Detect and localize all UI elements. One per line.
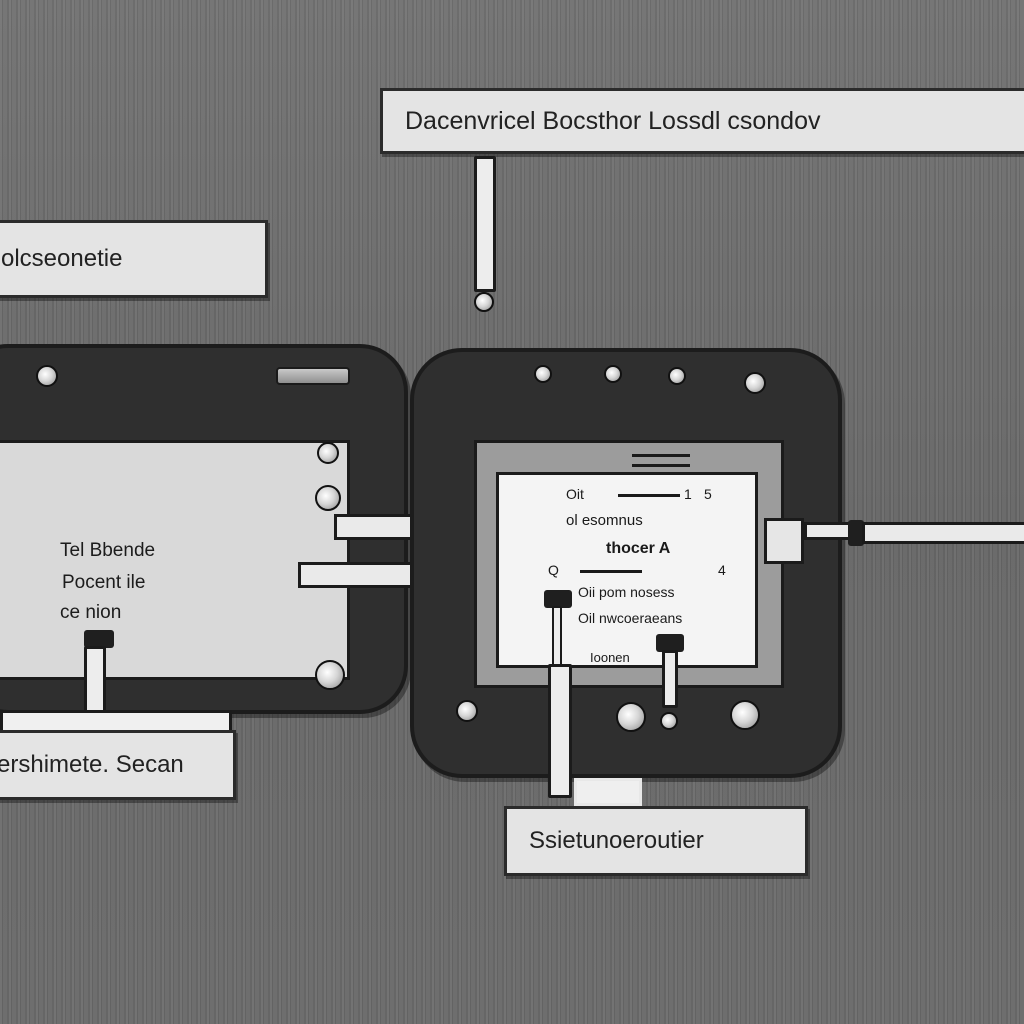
screen-line-6: Oil nwcoeraeans <box>578 610 683 626</box>
left-peg <box>84 646 106 718</box>
screen-number-1: 1 <box>684 486 692 502</box>
screen-peg-right <box>662 650 678 708</box>
top-label-text: Dacenvricel Bocsthor Lossdl csondov <box>405 106 821 135</box>
right-device-screw-3 <box>668 367 686 385</box>
left-panel-line-3: ce nion <box>60 602 122 623</box>
left-panel-screw-1 <box>317 442 339 464</box>
screen-line-1: Oit <box>566 486 584 502</box>
top-left-label-text: olcseonetie <box>1 245 123 272</box>
left-panel-screw-3 <box>315 660 345 690</box>
bottom-left-label: ershimete. Secan <box>0 730 236 800</box>
left-panel-line-2: Pocent ile <box>62 572 146 593</box>
top-label: Dacenvricel Bocsthor Lossdl csondov <box>380 88 1024 154</box>
right-cable-joint <box>848 520 864 546</box>
right-device-screw-bottom-3 <box>730 700 760 730</box>
top-leader-post <box>474 156 496 292</box>
screen-line-2: ol esomnus <box>566 512 643 529</box>
screen-number-2: 5 <box>704 486 712 502</box>
screen-peg-right-rivet <box>660 712 678 730</box>
screen-header-mark <box>632 454 690 457</box>
left-device-screw-top <box>36 365 58 387</box>
bottom-center-label: Ssietunoeroutier <box>504 806 808 876</box>
right-device-stand-foot <box>574 778 642 806</box>
screen-peg-cap-right <box>656 634 684 652</box>
bottom-center-label-text: Ssietunoeroutier <box>529 827 704 854</box>
top-left-label: olcseonetie <box>0 220 268 298</box>
screen-line-5: Oii pom nosess <box>578 584 675 600</box>
screen-line-7: Ioonen <box>590 650 630 665</box>
right-device-screw-4 <box>744 372 766 394</box>
right-cable-collar <box>804 522 852 540</box>
right-device-screw-1 <box>534 365 552 383</box>
screen-line-1-rule <box>618 494 680 497</box>
right-device-screw-2 <box>604 365 622 383</box>
left-panel-screw-2 <box>315 485 341 511</box>
screen-header-mark-2 <box>632 464 690 467</box>
right-device-screw-bottom-1 <box>456 700 478 722</box>
screen-line-4-rule <box>580 570 642 573</box>
left-panel-line-1: Tel Bbende <box>60 540 156 561</box>
right-device-screw-bottom-2 <box>616 702 646 732</box>
screen-peg-left <box>552 606 562 666</box>
screen-line-4: Q <box>548 562 559 578</box>
bottom-left-label-text: ershimete. Secan <box>0 751 184 778</box>
right-device-stand-post <box>548 664 572 798</box>
left-device-slot <box>276 367 350 385</box>
left-peg-cap <box>84 630 114 648</box>
screen-peg-cap-left <box>544 590 572 608</box>
right-cable <box>862 522 1024 544</box>
left-device-panel <box>0 440 350 680</box>
top-leader-rivet <box>474 292 494 312</box>
right-cable-plug <box>764 518 804 564</box>
screen-line-3: thocer A <box>606 540 671 557</box>
screen-number-3: 4 <box>718 562 726 578</box>
